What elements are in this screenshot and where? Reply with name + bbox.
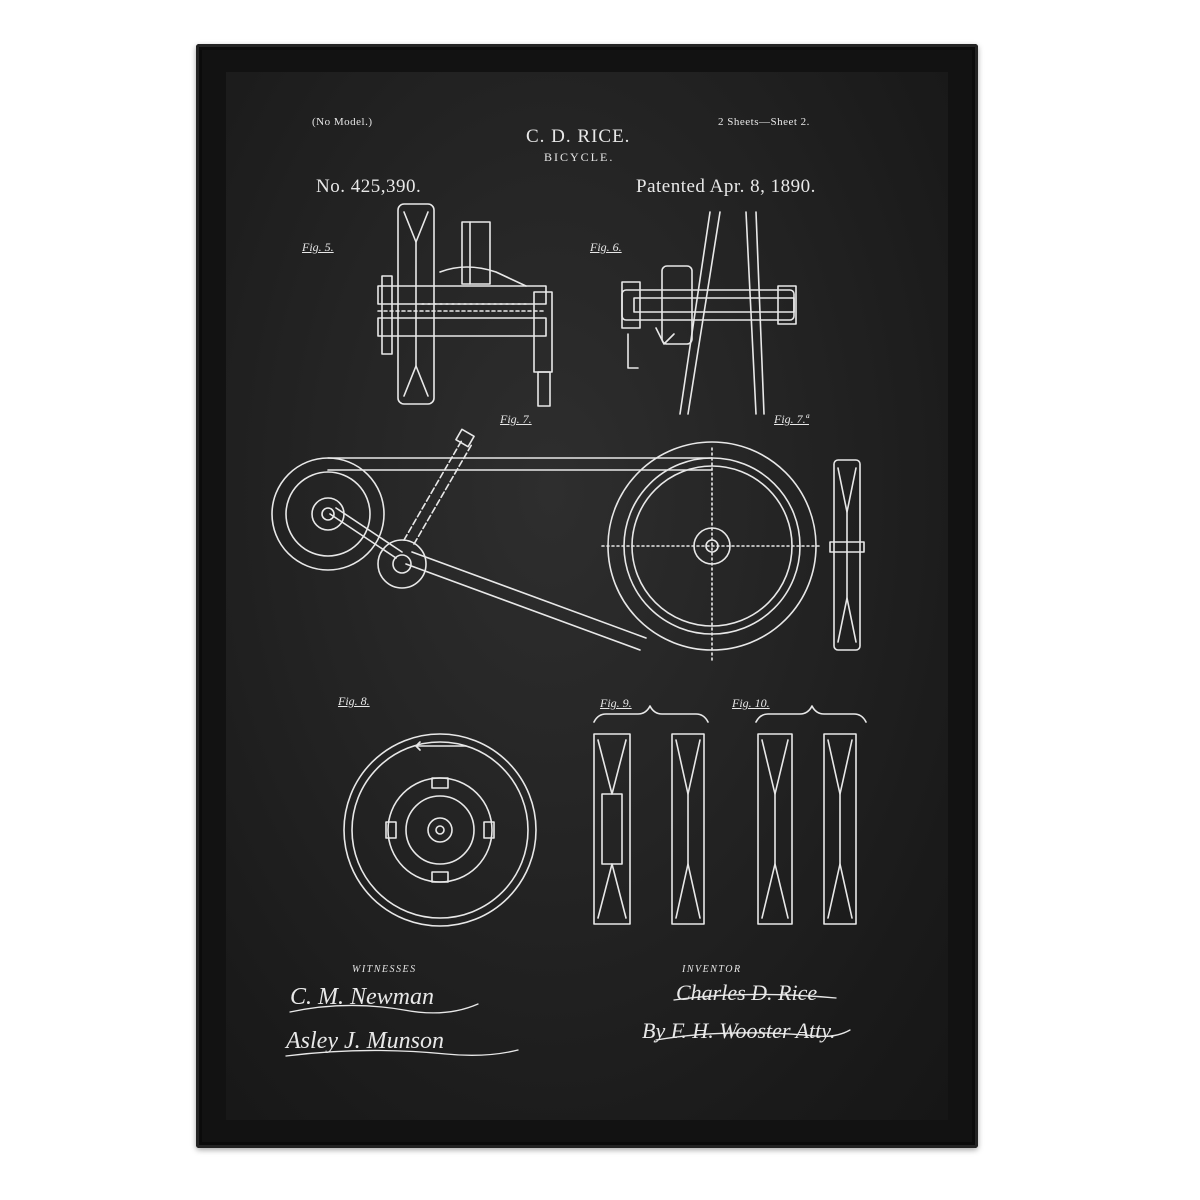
patent-title: BICYCLE.: [544, 150, 615, 164]
inventor-signature: Charles D. Rice: [676, 980, 818, 1005]
fig6-axle-section: [621, 211, 797, 415]
fig10-label: Fig. 10.: [732, 696, 770, 710]
fig10-grooved-rims: [755, 705, 867, 925]
fig5-label: Fig. 5.: [302, 240, 334, 254]
witness-2-signature: Asley J. Munson: [286, 1028, 444, 1054]
model-note: (No Model.): [312, 116, 373, 128]
sheet-count: 2 Sheets—Sheet 2.: [718, 116, 810, 128]
fig8-wheel-face: [343, 733, 537, 927]
fig7a-label: Fig. 7.ª: [774, 412, 809, 426]
witnesses-heading: WITNESSES: [352, 964, 417, 975]
inventor-name: C. D. RICE.: [526, 126, 631, 147]
patent-illustrations: [271, 203, 867, 1057]
fig7-label: Fig. 7.: [500, 412, 532, 426]
fig8-label: Fig. 8.: [338, 694, 370, 708]
fig9-grooved-rims: [593, 705, 709, 925]
signature-flourishes: [285, 993, 851, 1057]
patent-drawing-board: (No Model.) C. D. RICE. BICYCLE. 2 Sheet…: [226, 72, 948, 1120]
fig9-label: Fig. 9.: [600, 696, 632, 710]
fig6-label: Fig. 6.: [590, 240, 622, 254]
fig7-belt-drive: [271, 428, 823, 663]
fig7a-side-pulley: [829, 459, 865, 651]
patent-date: Patented Apr. 8, 1890.: [636, 176, 816, 197]
patent-number: No. 425,390.: [316, 176, 422, 197]
attorney-signature: By F. H. Wooster Atty.: [642, 1018, 836, 1043]
inventor-heading: INVENTOR: [682, 964, 742, 975]
fig5-hub-section: [377, 203, 553, 407]
witness-1-signature: C. M. Newman: [290, 984, 434, 1010]
